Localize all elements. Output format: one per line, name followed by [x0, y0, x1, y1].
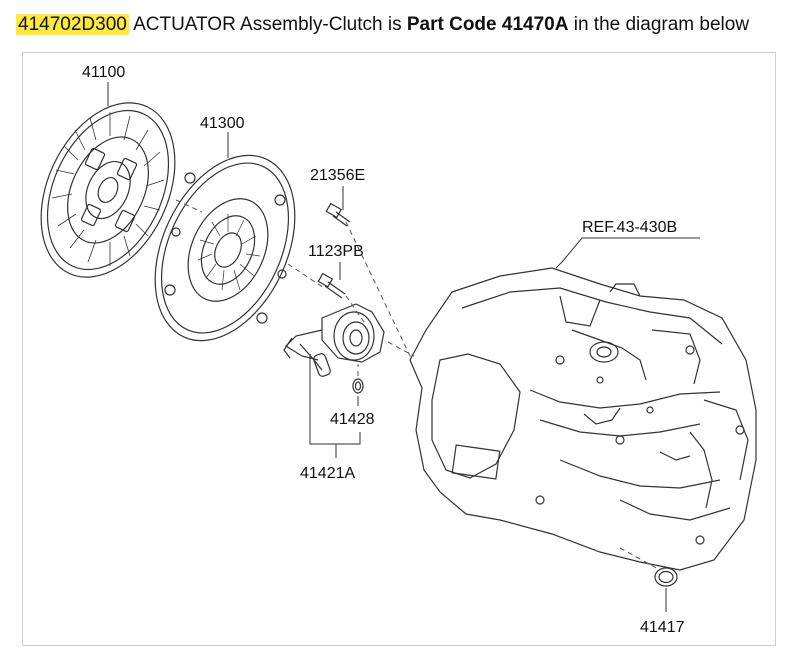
label-21356e: 21356E — [310, 167, 365, 184]
bolt-21356e — [325, 202, 351, 227]
bolt-1123pb — [317, 272, 346, 299]
dashed-axis-lines — [175, 199, 661, 571]
clutch-disc-41100 — [40, 102, 176, 278]
part-code: Part Code 41470A — [406, 14, 569, 35]
leader-lines — [107, 82, 700, 612]
label-41100: 41100 — [82, 64, 125, 81]
part-description: ACTUATOR Assembly-Clutch is — [133, 14, 402, 35]
label-41300: 41300 — [200, 115, 245, 132]
label-1123pb: 1123PB — [308, 243, 364, 260]
part-number-highlight: 414702D300 — [16, 14, 129, 35]
transaxle-housing — [409, 267, 757, 571]
diagram-frame — [22, 52, 776, 646]
pressure-plate-41300 — [154, 154, 296, 342]
label-41417: 41417 — [640, 619, 685, 636]
label-ref-43-430b: REF.43-430B — [582, 219, 677, 236]
clutch-actuator-assembly — [283, 303, 385, 377]
seal-41417 — [654, 567, 678, 587]
label-41428: 41428 — [330, 411, 375, 428]
caption: 414702D300 ACTUATOR Assembly-Clutch is P… — [16, 12, 749, 38]
label-41421a: 41421A — [300, 465, 355, 482]
caption-suffix: in the diagram below — [573, 14, 750, 35]
oring-41428 — [352, 378, 364, 394]
